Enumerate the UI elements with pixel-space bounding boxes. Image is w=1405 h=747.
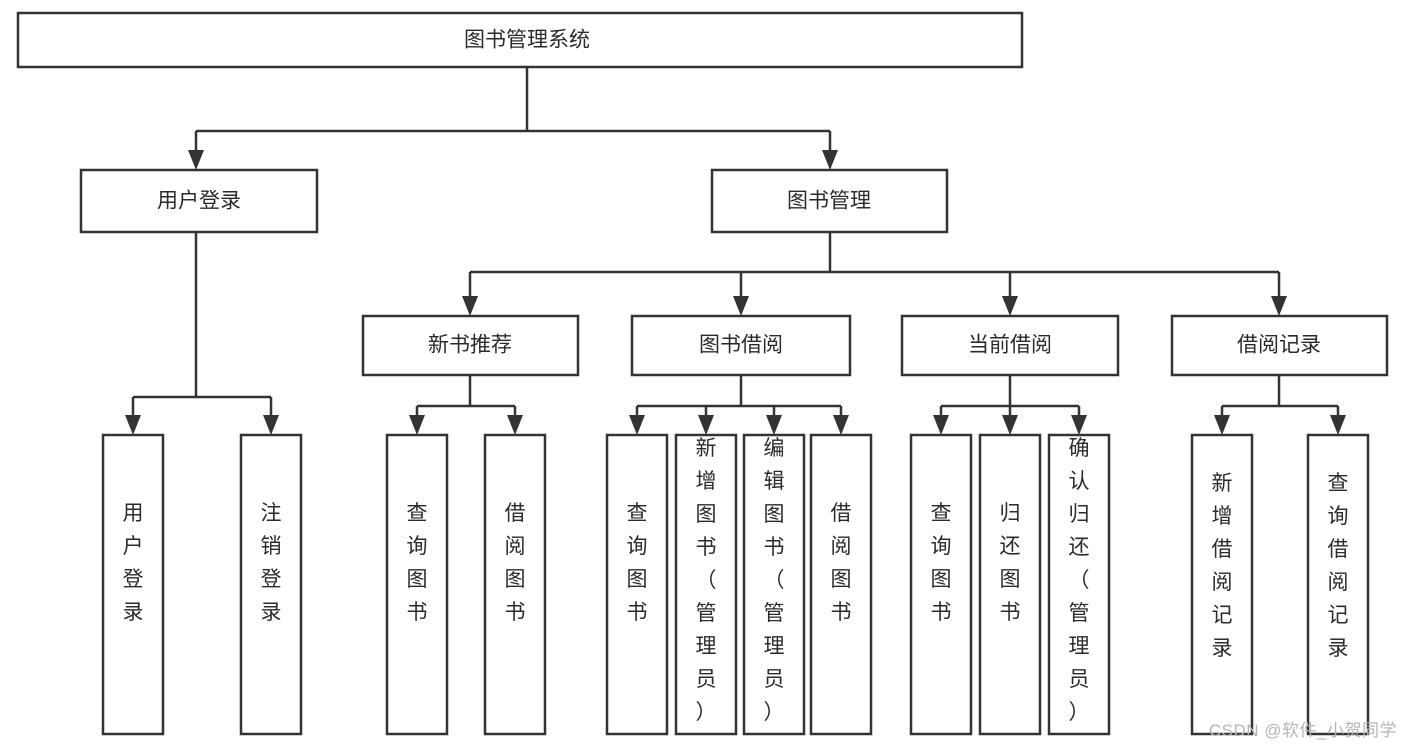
- leaf-borrow-book-2-label: 借阅图书: [831, 502, 852, 624]
- arrow-to-leaf-user-login: [125, 415, 141, 435]
- leaf-return-book[interactable]: 归还图书: [978, 433, 1042, 736]
- node-root[interactable]: 图书管理系统: [16, 11, 1024, 69]
- arrow-to-borrow-record: [1271, 296, 1287, 316]
- leaf-add-record-label: 新增借阅记录: [1212, 472, 1233, 660]
- leaf-borrow-book-1[interactable]: 借阅图书: [483, 433, 547, 736]
- leaf-user-login-label: 用户登录: [123, 502, 144, 624]
- node-borrow-record-label: 借阅记录: [1237, 334, 1321, 357]
- arrow-to-book-borrow: [733, 296, 749, 316]
- leaf-query-record[interactable]: 查询借阅记录: [1306, 433, 1370, 736]
- leaf-edit-book-label: 编辑图书（管理员）: [764, 437, 785, 724]
- leaf-query-book-1[interactable]: 查询图书: [385, 433, 449, 736]
- arrow-to-leaf-confirm-return: [1071, 415, 1087, 435]
- leaf-query-record-label: 查询借阅记录: [1328, 472, 1349, 660]
- leaf-user-logout-label: 注销登录: [261, 502, 282, 624]
- leaf-borrow-book-1-label: 借阅图书: [505, 502, 526, 624]
- arrow-to-leaf-return-book: [1002, 415, 1018, 435]
- node-book-borrow[interactable]: 图书借阅: [630, 314, 852, 377]
- leaf-confirm-return[interactable]: 确认归还（管理员）: [1047, 433, 1111, 736]
- arrow-to-leaf-borrow-book-2: [833, 415, 849, 435]
- node-root-label: 图书管理系统: [464, 29, 590, 52]
- node-book-manage[interactable]: 图书管理: [710, 168, 949, 234]
- node-borrow-record[interactable]: 借阅记录: [1170, 314, 1389, 377]
- arrow-to-leaf-query-book-2: [629, 415, 645, 435]
- leaf-query-book-3[interactable]: 查询图书: [909, 433, 973, 736]
- arrow-to-leaf-edit-book: [766, 415, 782, 435]
- leaf-query-book-2[interactable]: 查询图书: [605, 433, 669, 736]
- arrow-to-leaf-add-book: [698, 415, 714, 435]
- leaf-add-record[interactable]: 新增借阅记录: [1190, 433, 1254, 736]
- leaf-confirm-return-label: 确认归还（管理员）: [1069, 437, 1090, 724]
- arrow-to-leaf-query-book-3: [933, 415, 949, 435]
- arrow-to-leaf-add-record: [1214, 415, 1230, 435]
- leaf-edit-book[interactable]: 编辑图书（管理员）: [742, 433, 806, 736]
- leaf-borrow-book-2[interactable]: 借阅图书: [809, 433, 873, 736]
- arrow-to-leaf-user-logout: [263, 415, 279, 435]
- node-book-manage-label: 图书管理: [787, 190, 871, 213]
- node-current-borrow-label: 当前借阅: [968, 334, 1052, 357]
- node-new-book-recommend-label: 新书推荐: [428, 334, 512, 357]
- leaf-user-login[interactable]: 用户登录: [101, 433, 165, 736]
- leaf-user-logout[interactable]: 注销登录: [239, 433, 303, 736]
- leaf-return-book-label: 归还图书: [1000, 502, 1021, 624]
- leaf-add-book[interactable]: 新增图书（管理员）: [674, 433, 738, 736]
- arrow-to-current-borrow: [1002, 296, 1018, 316]
- arrow-to-leaf-borrow-book-1: [507, 415, 523, 435]
- leaf-query-book-1-label: 查询图书: [407, 502, 428, 624]
- arrow-to-leaf-query-record: [1330, 415, 1346, 435]
- node-book-borrow-label: 图书借阅: [699, 334, 783, 357]
- arrow-to-user-login: [188, 150, 204, 170]
- arrow-to-book-manage: [822, 150, 838, 170]
- leaf-query-book-3-label: 查询图书: [931, 502, 952, 624]
- leaf-add-book-label: 新增图书（管理员）: [696, 437, 717, 724]
- arrow-to-new-book-recommend: [462, 296, 478, 316]
- node-user-login-label: 用户登录: [157, 190, 241, 213]
- node-new-book-recommend[interactable]: 新书推荐: [361, 314, 580, 377]
- leaf-query-book-2-label: 查询图书: [627, 502, 648, 624]
- node-current-borrow[interactable]: 当前借阅: [900, 314, 1120, 377]
- arrow-to-leaf-query-book-1: [409, 415, 425, 435]
- node-user-login[interactable]: 用户登录: [79, 168, 319, 234]
- connector-layer: [125, 67, 1346, 435]
